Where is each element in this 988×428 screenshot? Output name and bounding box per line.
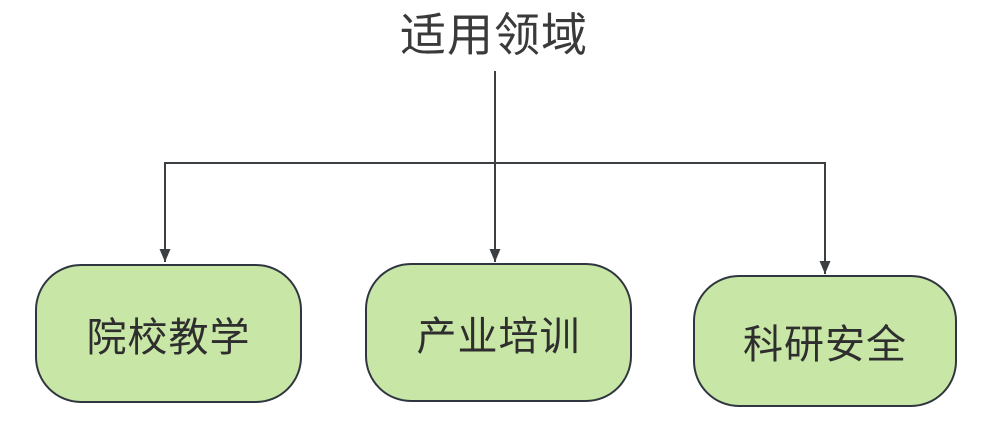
diagram-title: 适用领域 — [400, 9, 588, 61]
node-research-safety: 科研安全 — [693, 275, 957, 407]
node-label: 院校教学 — [86, 315, 251, 360]
node-college-teaching: 院校教学 — [35, 264, 302, 403]
node-industry-training: 产业培训 — [365, 263, 632, 402]
node-label: 产业培训 — [416, 314, 581, 359]
node-label: 科研安全 — [743, 323, 907, 367]
